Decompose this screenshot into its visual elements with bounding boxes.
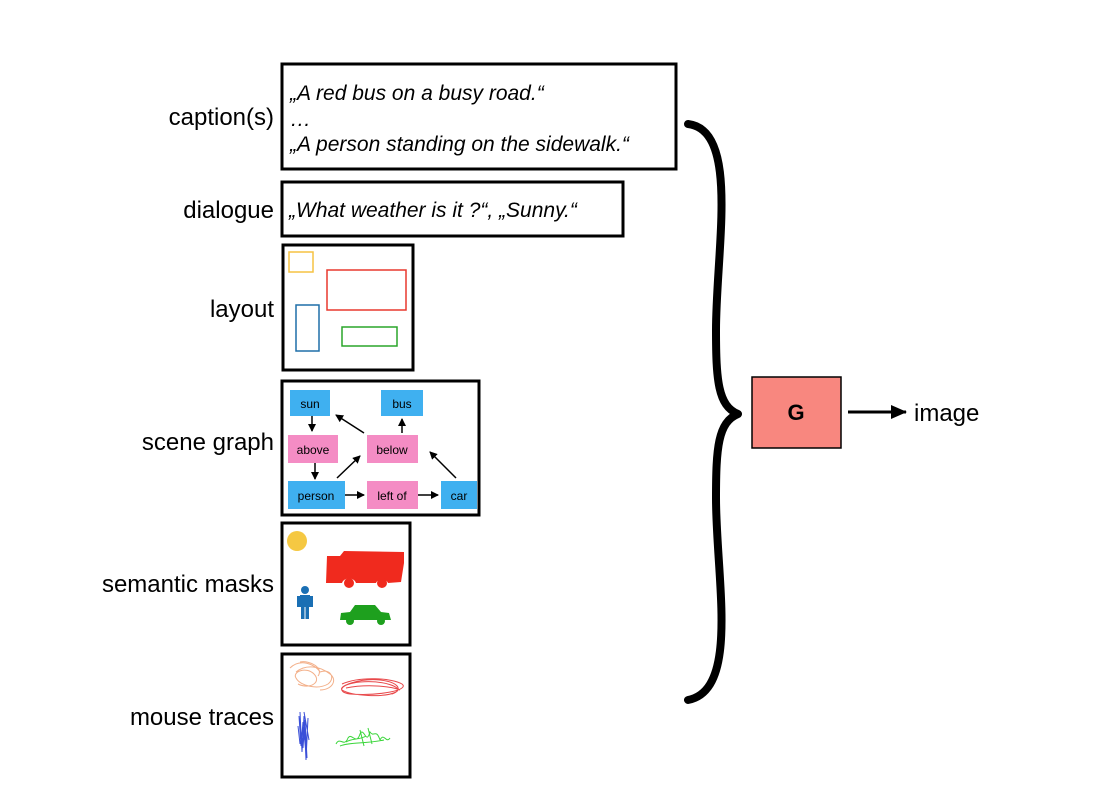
label-semantic-masks: semantic masks (102, 571, 274, 598)
edge-car-below (429, 451, 457, 479)
node-sun (290, 390, 330, 416)
dialogue-panel: „What weather is it ?“, „Sunny.“ (280, 180, 625, 238)
captions-box (280, 62, 678, 171)
label-dialogue: dialogue (183, 197, 274, 224)
mask-sun (287, 531, 307, 551)
layout-panel (281, 243, 415, 372)
generator-label: G (787, 400, 804, 425)
layout-yellow-box (288, 251, 314, 273)
output-label: image (914, 400, 979, 427)
node-person-label: person (298, 489, 335, 503)
trace-orange (289, 661, 335, 691)
scene-graph-panel: sun bus above below person left of car (280, 379, 481, 517)
node-sun-label: sun (300, 397, 319, 411)
label-mouse-traces: mouse traces (130, 704, 274, 731)
node-car (441, 481, 477, 509)
mask-person (297, 586, 313, 619)
mask-bus-wheel-front (344, 578, 354, 588)
trace-red (341, 678, 404, 697)
mask-car (340, 605, 391, 625)
node-below (367, 435, 418, 463)
layout-green-box (341, 326, 398, 347)
caption-line-1: „A red bus on a busy road.“ (289, 82, 545, 105)
node-bus (381, 390, 423, 416)
dialogue-box (280, 180, 625, 238)
edge-below-sun (335, 414, 365, 434)
edge-person-below (336, 455, 361, 479)
mouse-traces-box (280, 652, 412, 779)
layout-blue-box (295, 304, 320, 352)
node-car-label: car (451, 489, 468, 503)
captions-panel: „A red bus on a busy road.“ … „A person … (280, 62, 678, 171)
curly-brace (684, 120, 742, 704)
node-below-label: below (376, 443, 408, 457)
caption-ellipsis: … (290, 108, 311, 131)
trace-green (335, 727, 391, 747)
node-above (288, 435, 338, 463)
trace-blue (297, 711, 310, 761)
caption-line-2: „A person standing on the sidewalk.“ (289, 133, 630, 156)
node-person (288, 481, 345, 509)
node-left-of-label: left of (377, 489, 407, 503)
mask-bus-wheel-back (377, 578, 387, 588)
node-above-label: above (297, 443, 330, 457)
node-left-of (367, 481, 418, 509)
generator-box (751, 376, 842, 449)
layout-red-box (326, 269, 407, 311)
label-scene-graph: scene graph (142, 429, 274, 456)
layout-box (281, 243, 415, 372)
label-captions: caption(s) (169, 104, 274, 131)
generator-block: G (751, 376, 842, 449)
node-bus-label: bus (392, 397, 411, 411)
label-layout: layout (210, 296, 274, 323)
dialogue-text: „What weather is it ?“, „Sunny.“ (288, 199, 578, 222)
mouse-traces-panel (280, 652, 412, 779)
mask-bus (326, 551, 404, 583)
semantic-masks-panel (280, 521, 412, 647)
